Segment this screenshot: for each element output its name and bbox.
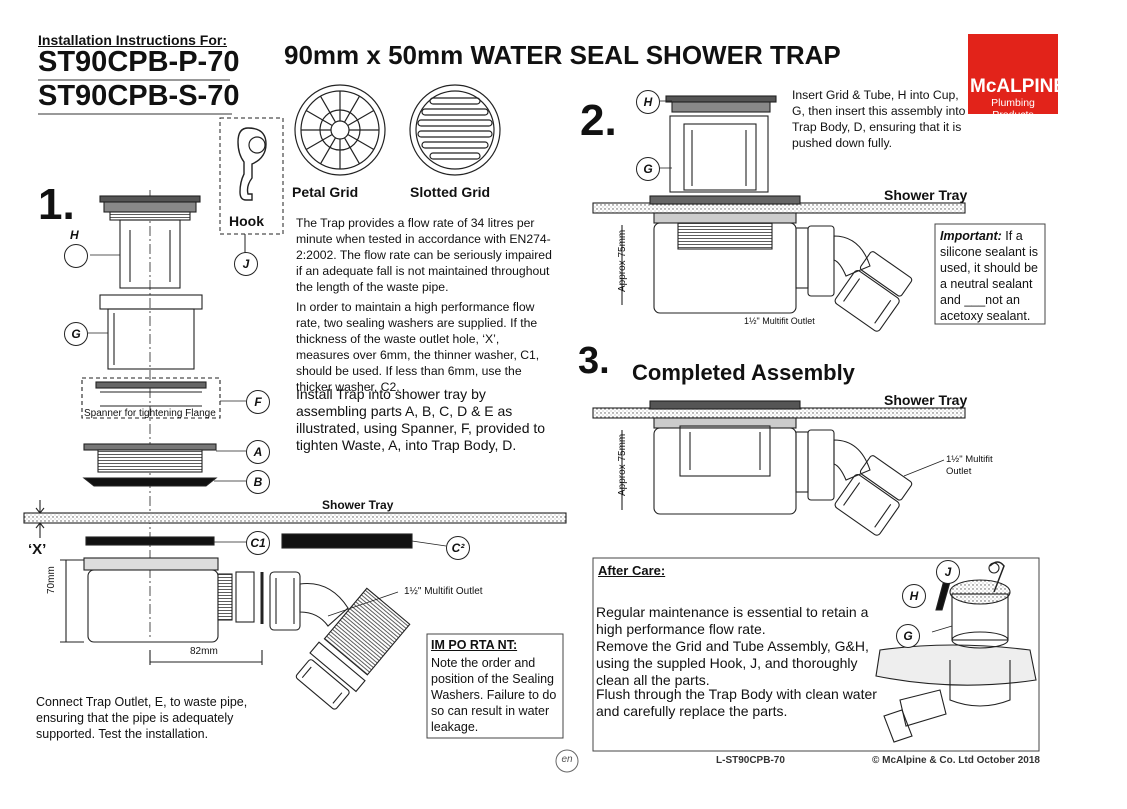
important-title: IM PO RTA NT: bbox=[431, 638, 518, 652]
logo-brand: McALPINE bbox=[970, 76, 1067, 97]
step1-shower-tray-label: Shower Tray bbox=[322, 498, 394, 512]
step2-approx-label: Approx 75mm bbox=[617, 229, 628, 292]
petal-grid-drawing bbox=[294, 84, 386, 176]
callout-h-label: H bbox=[70, 228, 79, 242]
callout-j: J bbox=[234, 252, 258, 276]
step1-number: 1. bbox=[38, 180, 75, 229]
install-text: Install Trap into shower tray by assembl… bbox=[296, 386, 546, 453]
step2-callout-h: H bbox=[636, 90, 660, 114]
silicone-important-text: If a silicone sealant is used, it should… bbox=[940, 229, 1038, 323]
silicone-box bbox=[934, 223, 1046, 325]
petal-spoke bbox=[347, 109, 375, 127]
after-care-text-3: Flush through the Trap Body with clean w… bbox=[596, 686, 877, 719]
after-care-title: After Care: bbox=[598, 563, 666, 578]
step3-title: Completed Assembly bbox=[632, 360, 855, 385]
x-dimension-label: ‘X’ bbox=[28, 541, 47, 558]
step2-callout-g: G bbox=[636, 157, 660, 181]
dim-70mm: 70mm bbox=[46, 566, 57, 594]
aftercare-callout-g: G bbox=[896, 624, 920, 648]
after-care-box bbox=[592, 557, 1040, 752]
step2-outlet-label: 1½" Multifit Outlet bbox=[744, 316, 815, 326]
washer-text: In order to maintain a high performance … bbox=[296, 300, 540, 394]
callout-g: G bbox=[64, 322, 88, 346]
install-label: Installation Instructions For: bbox=[38, 32, 228, 48]
logo-background bbox=[968, 34, 1058, 114]
step3-number: 3. bbox=[578, 340, 610, 382]
callout-h bbox=[64, 244, 88, 268]
model-number-1: ST90CPB-P-70 bbox=[38, 46, 240, 78]
slotted-grid-label: Slotted Grid bbox=[410, 184, 491, 200]
petal-spoke bbox=[305, 133, 333, 151]
callout-c2: C² bbox=[446, 536, 470, 560]
aftercare-callout-j: J bbox=[936, 560, 960, 584]
callout-c1: C1 bbox=[246, 531, 270, 555]
flow-rate-text: The Trap provides a flow rate of 34 litr… bbox=[296, 216, 552, 294]
connect-text: Connect Trap Outlet, E, to waste pipe, e… bbox=[36, 695, 248, 741]
dim-82mm: 82mm bbox=[190, 646, 218, 657]
important-box bbox=[426, 633, 564, 739]
petal-grid-label: Petal Grid bbox=[292, 184, 359, 200]
after-care-text-2: Remove the Grid and Tube Assembly, G&H, … bbox=[596, 638, 869, 688]
silicone-important-title: Important: bbox=[940, 229, 1002, 243]
document-code: L-ST90CPB-70 bbox=[716, 755, 785, 766]
step2-number: 2. bbox=[580, 96, 617, 145]
page-title: 90mm x 50mm WATER SEAL SHOWER TRAP bbox=[284, 40, 841, 70]
spanner-label: Spanner for tightening Flange bbox=[84, 408, 216, 419]
model-number-2: ST90CPB-S-70 bbox=[38, 80, 240, 112]
important-text: Note the order and position of the Seali… bbox=[431, 656, 557, 734]
callout-a: A bbox=[246, 440, 270, 464]
hook-drawing bbox=[219, 117, 284, 253]
slotted-grid-drawing bbox=[409, 84, 501, 176]
step3-approx-label: Approx 75mm bbox=[617, 433, 628, 496]
step2-shower-tray-label: Shower Tray bbox=[884, 187, 968, 203]
petal-spoke bbox=[347, 133, 375, 151]
aftercare-callout-h: H bbox=[902, 584, 926, 608]
step1-exploded-drawing bbox=[23, 190, 567, 710]
callout-f: F bbox=[246, 390, 270, 414]
petal-spoke bbox=[319, 137, 337, 165]
step2-text: Insert Grid & Tube, H into Cup, G, then … bbox=[792, 88, 966, 150]
step3-outlet-label: 1½" Multifit Outlet bbox=[946, 454, 993, 477]
petal-spoke bbox=[319, 95, 337, 123]
after-care-text-1: Regular maintenance is essential to reta… bbox=[596, 604, 869, 637]
after-care-drawing bbox=[875, 561, 1037, 743]
language-badge: en bbox=[561, 754, 573, 765]
callout-b: B bbox=[246, 470, 270, 494]
petal-spoke bbox=[343, 95, 361, 123]
step2-drawing bbox=[592, 95, 966, 332]
step3-shower-tray-label: Shower Tray bbox=[884, 392, 968, 408]
step3-drawing bbox=[592, 400, 966, 536]
logo-subtitle: Plumbing Products bbox=[991, 97, 1035, 121]
step1-outlet-label: 1½" Multifit Outlet bbox=[404, 586, 483, 597]
copyright: © McAlpine & Co. Ltd October 2018 bbox=[872, 755, 1040, 766]
petal-spoke bbox=[343, 137, 361, 165]
petal-spoke bbox=[305, 109, 333, 127]
hook-label: Hook bbox=[229, 213, 264, 229]
